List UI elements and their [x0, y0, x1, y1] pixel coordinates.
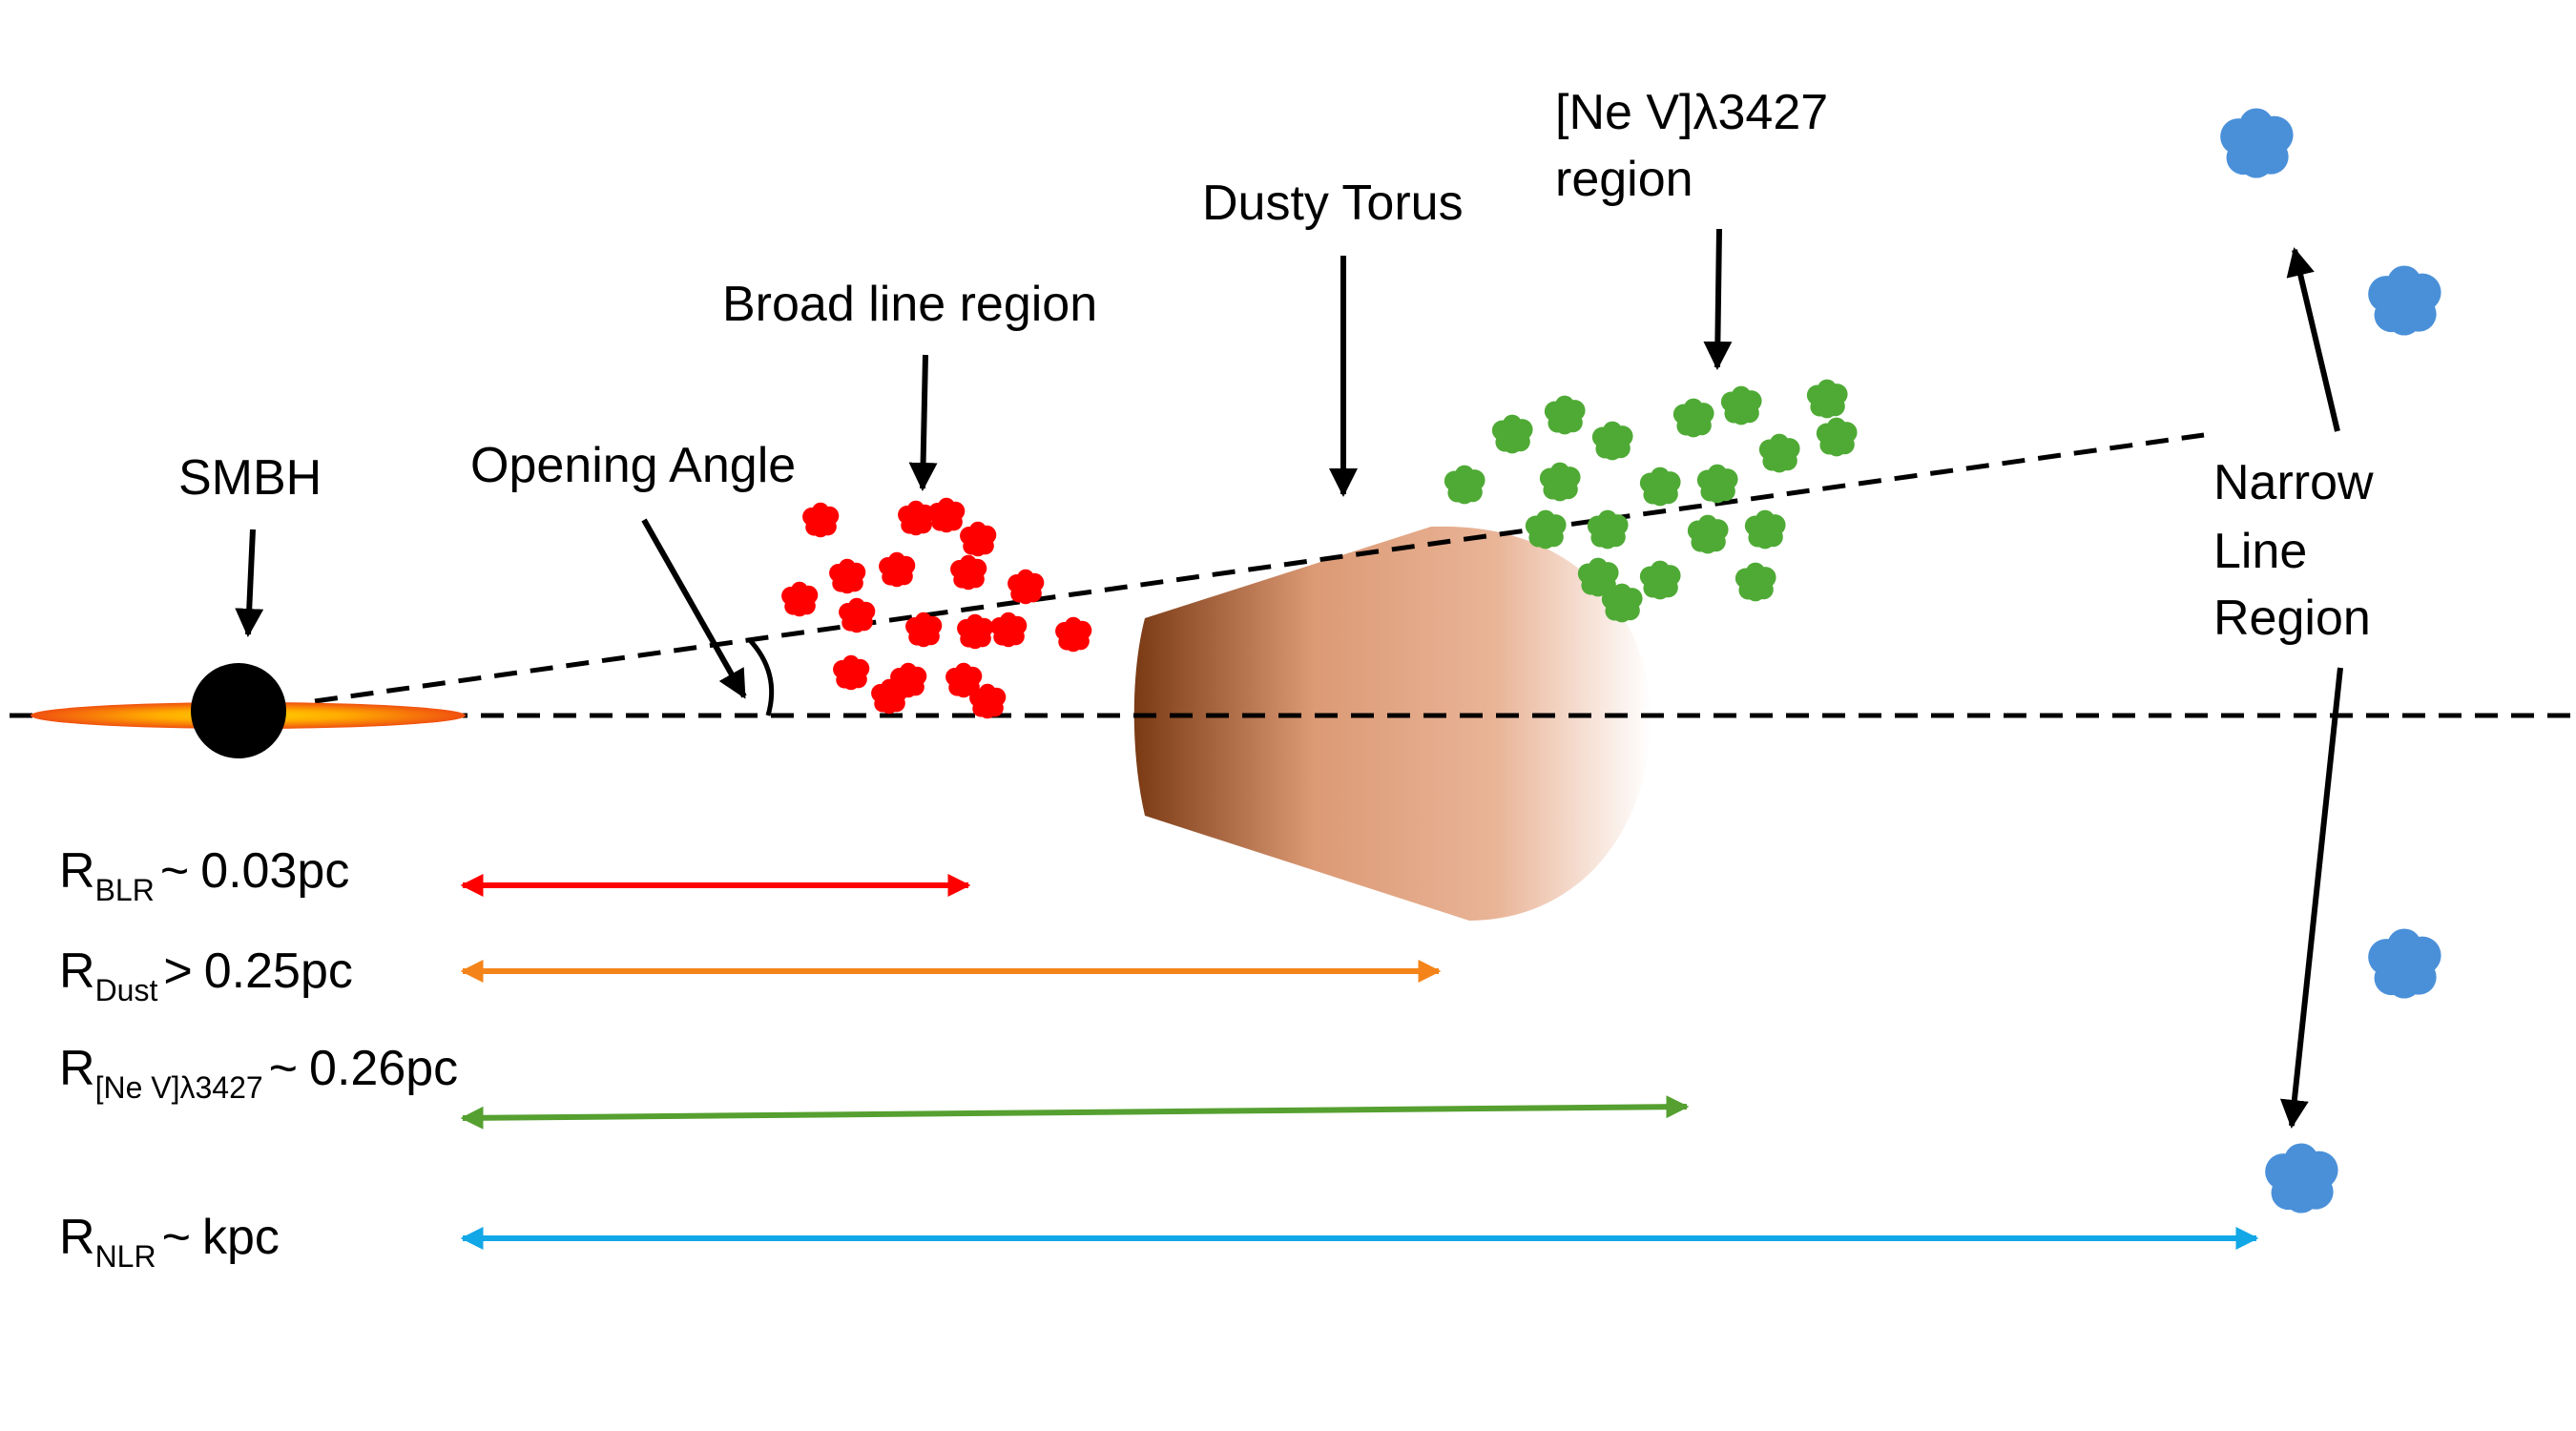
- blr-cloud: [839, 597, 876, 633]
- opening-angle-arrow: [641, 518, 747, 699]
- r-nev-arrow: [460, 1095, 1690, 1130]
- blr-cloud: [802, 502, 840, 538]
- opening-angle-line: [314, 432, 2205, 704]
- smbh-arrow: [235, 529, 264, 637]
- nev-cloud: [1672, 398, 1714, 438]
- nlr-label-line3: Region: [2213, 591, 2371, 646]
- opening-angle-arc: [747, 637, 775, 716]
- nlr-arrow-down: [2279, 667, 2343, 1129]
- blr-cloud: [969, 683, 1007, 719]
- nev-cloud: [1525, 509, 1567, 550]
- dusty-torus-shape: [1133, 527, 1651, 921]
- smbh-black-hole: [191, 663, 286, 758]
- r-dust-label: RDust>0.25pc: [59, 944, 353, 1007]
- nev-cloud: [1491, 414, 1533, 454]
- blr-cloud: [879, 551, 916, 588]
- blr-cloud: [829, 558, 866, 594]
- nlr-arrow-up: [2286, 247, 2340, 432]
- nev-cloud: [1639, 467, 1681, 507]
- nlr-label-line2: Line: [2213, 524, 2307, 579]
- blr-cloud: [871, 678, 908, 715]
- blr-cloud: [781, 581, 819, 617]
- r-blr-label: RBLR~0.03pc: [59, 843, 349, 907]
- broad-line-region-clouds: [781, 497, 1092, 719]
- r-nlr-label: RNLR~kpc: [59, 1210, 280, 1274]
- nev-cloud: [1696, 464, 1738, 504]
- nev-cloud: [1544, 395, 1586, 435]
- broad-line-region-arrow: [908, 354, 938, 491]
- nev-cloud: [1816, 417, 1858, 457]
- nev-cloud: [1601, 583, 1643, 623]
- nlr-cloud: [2368, 928, 2441, 999]
- blr-cloud: [898, 500, 935, 536]
- nev-region-label-line1: [Ne V]λ3427: [1555, 85, 1828, 140]
- blr-cloud: [833, 654, 870, 691]
- blr-cloud: [990, 612, 1028, 648]
- blr-cloud: [1055, 616, 1092, 653]
- nev-region-clouds: [1444, 379, 1858, 623]
- nev-cloud: [1720, 385, 1762, 425]
- nev-cloud: [1444, 465, 1485, 505]
- blr-cloud: [905, 612, 943, 648]
- broad-line-region-label: Broad line region: [722, 277, 1097, 332]
- nev-region-arrow: [1703, 228, 1733, 370]
- nev-cloud: [1587, 509, 1629, 550]
- nlr-cloud: [2368, 265, 2441, 336]
- blr-cloud: [1008, 569, 1045, 605]
- smbh-label: SMBH: [178, 450, 322, 506]
- nlr-cloud: [2265, 1143, 2338, 1213]
- nlr-label-line1: Narrow: [2213, 455, 2374, 510]
- nev-cloud: [1639, 560, 1681, 600]
- blr-cloud: [950, 554, 987, 591]
- blr-cloud: [957, 613, 994, 650]
- opening-angle-label: Opening Angle: [470, 438, 796, 493]
- nev-cloud: [1806, 379, 1848, 419]
- blr-cloud: [945, 662, 983, 698]
- narrow-line-region-clouds: [2220, 108, 2441, 1213]
- nev-cloud: [1735, 562, 1776, 602]
- dusty-torus-label: Dusty Torus: [1202, 176, 1464, 231]
- blr-cloud: [890, 662, 927, 698]
- r-nev-label: R[Ne V]λ3427~0.26pc: [59, 1041, 458, 1105]
- nev-cloud: [1758, 433, 1800, 473]
- blr-cloud: [928, 497, 966, 533]
- blr-cloud: [960, 521, 997, 557]
- nev-cloud: [1591, 421, 1633, 461]
- nev-cloud: [1539, 462, 1581, 502]
- pointer-arrows: [235, 228, 2343, 1129]
- nlr-cloud: [2220, 108, 2294, 178]
- nev-cloud: [1687, 514, 1729, 554]
- nev-cloud: [1744, 509, 1786, 550]
- nev-region-label-line2: region: [1555, 152, 1693, 207]
